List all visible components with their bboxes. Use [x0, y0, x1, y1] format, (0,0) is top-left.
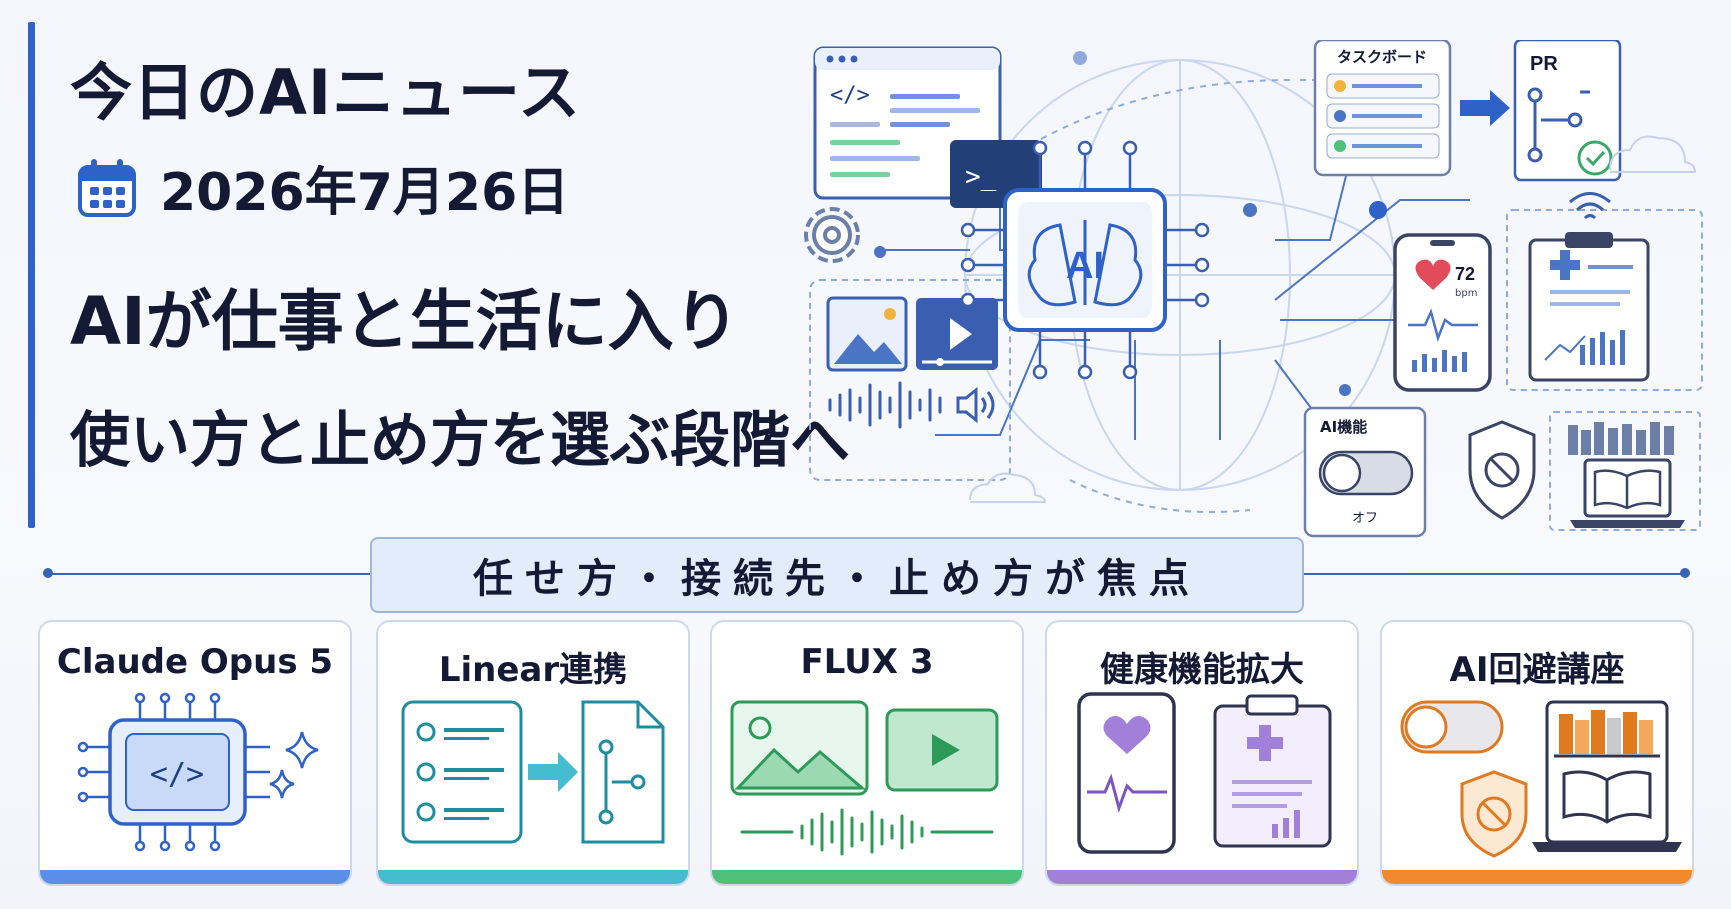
card-ai-avoidance[interactable]: AI回避講座 [1380, 620, 1694, 886]
svg-text:オフ: オフ [1352, 511, 1378, 526]
hero-illustration: </> >_ [804, 40, 1703, 538]
arrow-right-icon [1460, 90, 1510, 126]
heart-icon [1103, 716, 1151, 754]
card-title: Claude Opus 5 [56, 642, 334, 682]
date-row: 2026年7月26日 [76, 150, 569, 225]
page-title: 今日のAIニュース [70, 56, 581, 129]
media-generation-icon [730, 700, 999, 856]
svg-text:72: 72 [1455, 264, 1475, 284]
svg-text:bpm: bpm [1455, 288, 1477, 299]
card-flux[interactable]: FLUX 3 [710, 620, 1024, 886]
svg-text:タスクボード: タスクボード [1337, 48, 1427, 66]
accent-bar [28, 22, 35, 528]
svg-text:</>: </> [830, 83, 870, 108]
check-circle-icon [1577, 140, 1613, 176]
divider-dot-left [43, 568, 53, 578]
card-claude-opus[interactable]: Claude Opus 5 </> [38, 620, 352, 886]
sparkle-icon [269, 769, 295, 799]
calendar-icon [78, 158, 136, 217]
media-panel [809, 279, 1011, 481]
image-icon [826, 296, 908, 372]
card-accent [1382, 870, 1692, 884]
headline-line-1: AIが仕事と生活に入り [70, 283, 740, 360]
video-play-icon [916, 298, 998, 370]
task-board-panel: タスクボード [1313, 40, 1452, 177]
card-linear[interactable]: Linear連携 [376, 620, 690, 886]
task-to-branch-icon [401, 700, 665, 844]
speaker-icon [956, 386, 995, 424]
headline-line-2: 使い方と止め方を選ぶ段階へ [70, 406, 850, 476]
ai-opt-out-icon [1400, 700, 1682, 858]
health-devices-icon [1077, 692, 1332, 854]
divider-dot-right [1680, 568, 1690, 578]
svg-text:AI機能: AI機能 [1320, 418, 1367, 436]
waveform-icon [828, 381, 942, 429]
svg-text:</>: </> [150, 757, 204, 792]
toggle-off-icon [1404, 705, 1448, 749]
play-icon [932, 734, 960, 766]
pull-request-panel: PR [1513, 40, 1622, 182]
card-accent [1047, 870, 1357, 884]
card-accent [712, 870, 1022, 884]
shield-block-icon [1468, 420, 1536, 520]
card-title: Linear連携 [438, 650, 628, 690]
ai-chip-icon: AI [960, 140, 1210, 380]
svg-text:AI: AI [1066, 245, 1104, 287]
wifi-icon [1569, 192, 1611, 220]
gear-icon [804, 207, 860, 263]
card-accent [40, 870, 350, 884]
focus-label: 任せ方・接続先・止め方が焦点 [370, 537, 1304, 613]
arrow-right-icon [528, 752, 578, 792]
heart-icon [1415, 259, 1451, 290]
sparkle-icon [285, 731, 319, 769]
card-health[interactable]: 健康機能拡大 [1045, 620, 1359, 886]
date-text: 2026年7月26日 [160, 163, 570, 223]
cloud-icon [969, 135, 1697, 503]
ai-feature-toggle-panel: AI機能 オフ [1303, 406, 1427, 538]
card-title: 健康機能拡大 [1100, 650, 1304, 690]
medical-clipboard-icon [1506, 209, 1703, 391]
code-chip-icon: </> [77, 692, 319, 852]
card-accent [378, 870, 688, 884]
phone-health-panel: 72 bpm [1393, 233, 1492, 392]
card-title: FLUX 3 [800, 642, 934, 682]
svg-text:>_: >_ [965, 162, 997, 192]
card-title: AI回避講座 [1449, 650, 1625, 690]
svg-text:PR: PR [1530, 53, 1558, 75]
laptop-library-icon [1549, 411, 1701, 531]
